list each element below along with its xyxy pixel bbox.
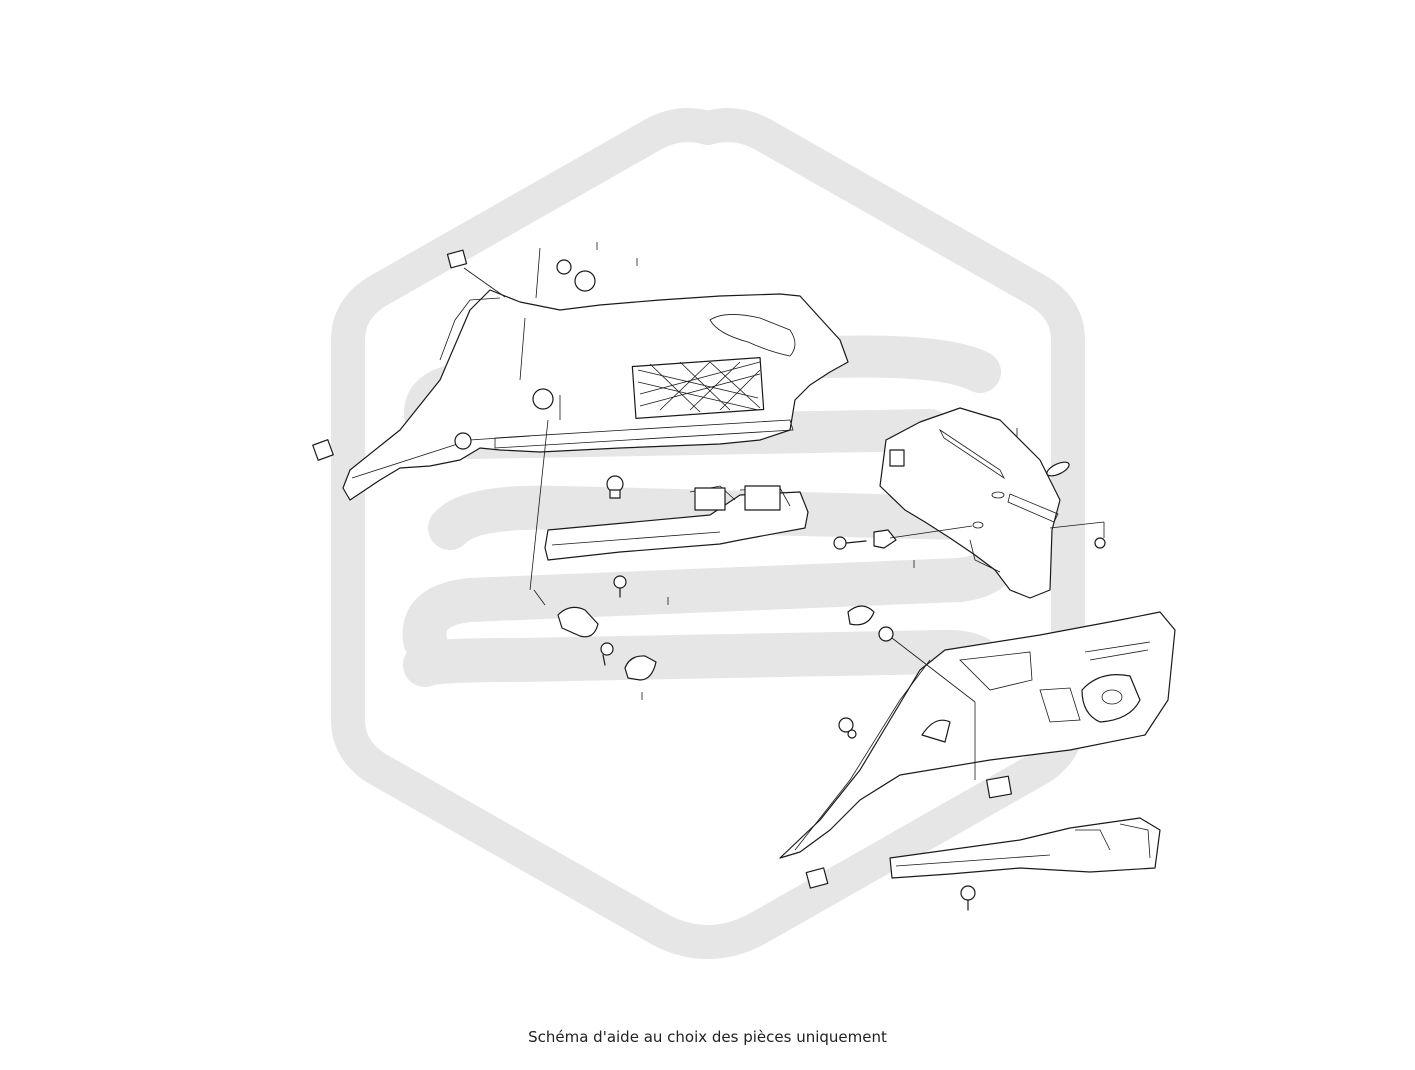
screw-part-1 [600, 642, 614, 666]
diagram-caption: Schéma d'aide au choix des pièces unique… [528, 1028, 887, 1046]
bracket-part [624, 655, 657, 681]
fastener-part-2 [606, 475, 624, 499]
clip-part-3 [1049, 521, 1106, 549]
fastener-part-1 [535, 247, 596, 299]
screw-part-2 [960, 885, 976, 911]
right-lower-rail-part [889, 817, 1161, 879]
hook-part [529, 419, 599, 638]
fastener-part-3 [613, 575, 627, 598]
clip-part-6 [805, 867, 829, 889]
right-lower-trim-panel-part [779, 611, 1176, 859]
fastener-part-4 [833, 525, 973, 550]
callout-ticks [596, 242, 1018, 700]
clip-part-4 [847, 605, 976, 780]
fastener-part-5 [838, 717, 857, 739]
right-upper-trim-panel-part [879, 407, 1070, 599]
clip-part-1 [446, 249, 506, 298]
upper-left-trim-panel-part [342, 289, 849, 501]
upper-left-rail-part [544, 485, 809, 561]
clip-part-2 [312, 439, 334, 461]
clip-part-5 [986, 775, 1012, 799]
